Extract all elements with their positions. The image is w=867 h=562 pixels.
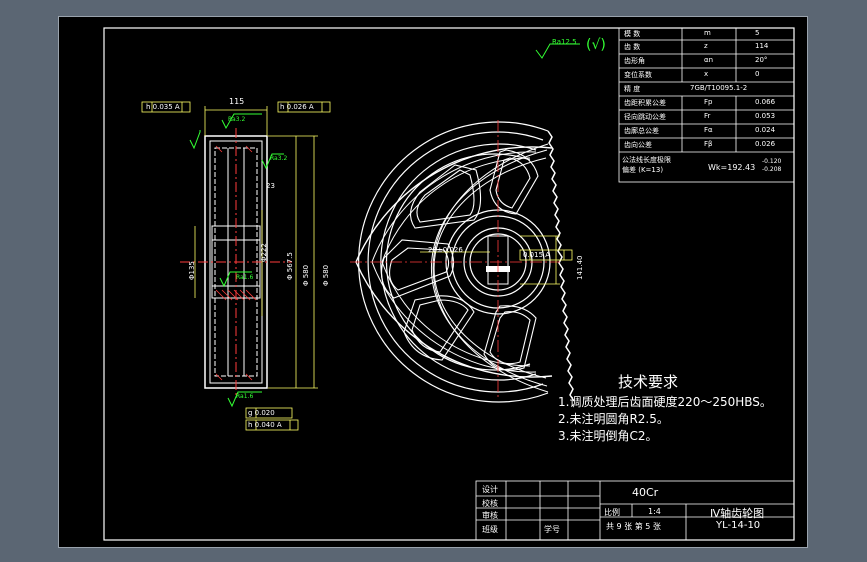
param-last-label: 公法线长度极限 xyxy=(622,156,671,164)
tol-keyway: 0.015 A xyxy=(523,251,551,259)
inner-frame xyxy=(103,27,795,541)
tech-requirement-3: 3.未注明倒角C2。 xyxy=(558,429,658,443)
param-name: 变位系数 xyxy=(624,71,652,79)
title-block-grid xyxy=(475,480,795,541)
dim-keyway-width: 28±0.026 xyxy=(428,246,463,254)
param-name: 精 度 xyxy=(624,85,641,93)
param-name: 齿距积累公差 xyxy=(624,99,666,107)
param-value: 114 xyxy=(755,42,769,50)
tb-sheets: 共 9 张 第 5 张 xyxy=(606,522,661,531)
param-value: 5 xyxy=(755,29,760,37)
param-symbol: m xyxy=(704,29,711,37)
param-name: 径向跳动公差 xyxy=(624,113,666,121)
param-value: 7GB/T10095.1-2 xyxy=(690,84,748,92)
tol-h-bottom: h 0.040 A xyxy=(248,421,282,429)
param-value: 0.026 xyxy=(755,140,776,148)
tb-drawing-name: Ⅳ轴齿轮图 xyxy=(710,507,765,520)
rough-global: Ra12.5 xyxy=(552,38,577,46)
param-symbol: x xyxy=(704,70,709,78)
param-name: 齿 数 xyxy=(624,43,641,51)
param-symbol: αn xyxy=(704,56,714,64)
param-symbol: Fα xyxy=(704,126,713,134)
param-last-tol-upper: -0.120 xyxy=(762,158,782,165)
param-value: 0.066 xyxy=(755,98,776,106)
tb-scale-value: 1:4 xyxy=(648,507,661,516)
param-value: 0.053 xyxy=(755,112,776,120)
param-symbol: Fβ xyxy=(704,140,713,148)
dim-root: Φ 567.5 xyxy=(286,252,294,280)
param-symbol: Fr xyxy=(704,112,711,120)
param-value: 0.024 xyxy=(755,126,776,134)
tb-drawing-number: YL-14-10 xyxy=(716,520,761,531)
tech-requirement-1: 1.调质处理后齿面硬度220～250HBS。 xyxy=(558,395,772,409)
tb-class: 班级 xyxy=(482,525,498,534)
param-symbol: z xyxy=(704,42,708,50)
dim-width: 115 xyxy=(229,97,245,106)
tb-review: 审核 xyxy=(482,511,498,520)
drawing-sheet xyxy=(58,16,808,548)
rough-3: Ra1.6 xyxy=(236,274,254,281)
tech-requirements-title: 技术要求 xyxy=(618,373,679,391)
dim-hub: Φ135 xyxy=(188,261,196,280)
dim-keyway-depth: 141.40 xyxy=(576,255,584,281)
tol-g: g 0.020 xyxy=(248,409,275,417)
dim-bore: Φ222 xyxy=(260,243,268,262)
rough-2: Ra3.2 xyxy=(270,155,288,162)
rough-check-mark: (√) xyxy=(586,37,606,53)
tb-design: 设计 xyxy=(482,485,498,494)
param-last-tol-lower: -0.208 xyxy=(762,166,782,173)
tol-h-right: h 0.026 A xyxy=(280,103,314,111)
param-last-value: Wk=192.43 xyxy=(708,163,756,172)
tech-requirement-2: 2.未注明圆角R2.5。 xyxy=(558,412,669,426)
rough-4: Ra1.6 xyxy=(236,393,254,400)
param-symbol: Fp xyxy=(704,98,713,106)
tb-scale-label: 比例 xyxy=(604,508,620,517)
param-name: 齿形角 xyxy=(624,57,645,65)
param-name: 齿廓总公差 xyxy=(624,127,659,135)
tol-h-left: h 0.035 A xyxy=(146,103,180,111)
gear-teeth xyxy=(547,130,575,402)
param-value: 0 xyxy=(755,70,760,78)
param-value: 20° xyxy=(755,56,768,64)
center-lines xyxy=(350,120,560,400)
gear-section-view xyxy=(141,43,580,431)
param-name: 模 数 xyxy=(624,30,641,38)
tb-check: 校核 xyxy=(482,499,498,508)
rough-1: Ra3.2 xyxy=(228,116,246,123)
dim-outer: Φ 580 xyxy=(322,264,330,286)
param-last-label2: 偏差 (K=13) xyxy=(622,166,664,174)
tb-student-id: 学号 xyxy=(544,525,560,534)
param-name: 齿向公差 xyxy=(624,141,652,149)
dim-23: 23 xyxy=(266,182,275,190)
dim-pitch: Φ 580 xyxy=(302,264,310,286)
tb-material: 40Cr xyxy=(632,486,659,499)
parameter-table-grid xyxy=(618,27,795,183)
